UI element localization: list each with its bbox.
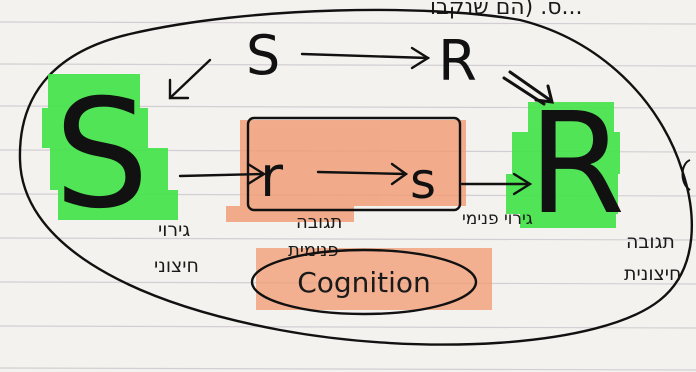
header-scribble: ס. (הם שנקבו... (430, 0, 583, 20)
arrow-to-left-s (168, 58, 212, 100)
arrow-to-right-r (502, 70, 554, 106)
cognition-ellipse (250, 248, 478, 316)
left-node-letter: S (54, 68, 149, 242)
top-s-letter: S (246, 24, 280, 87)
edge-mark (681, 159, 691, 191)
orange-highlight-cognition (256, 248, 492, 310)
box-caption-left-line1: תגובה (296, 212, 342, 233)
arrow-left-to-box (178, 162, 267, 186)
box-r-letter: r (260, 145, 284, 210)
left-caption-line1: גירוי (158, 219, 190, 241)
top-r-letter: R (438, 29, 477, 94)
green-highlight-left (42, 74, 178, 220)
arrow-box-to-right (460, 172, 533, 196)
box-inner-arrow (316, 162, 409, 186)
right-caption-line2: חיצונית (624, 263, 681, 285)
right-node-letter: R (528, 83, 625, 246)
outer-ellipse (18, 8, 693, 346)
box-caption-right: גירוי פנימי (462, 209, 533, 229)
top-arrow (300, 46, 431, 70)
left-caption-line2: חיצוני (154, 255, 199, 277)
green-highlight-right (506, 102, 620, 228)
right-caption-line1: תגובה (626, 231, 675, 253)
cognition-label: Cognition (297, 266, 431, 299)
box-s-letter: s (410, 152, 436, 210)
